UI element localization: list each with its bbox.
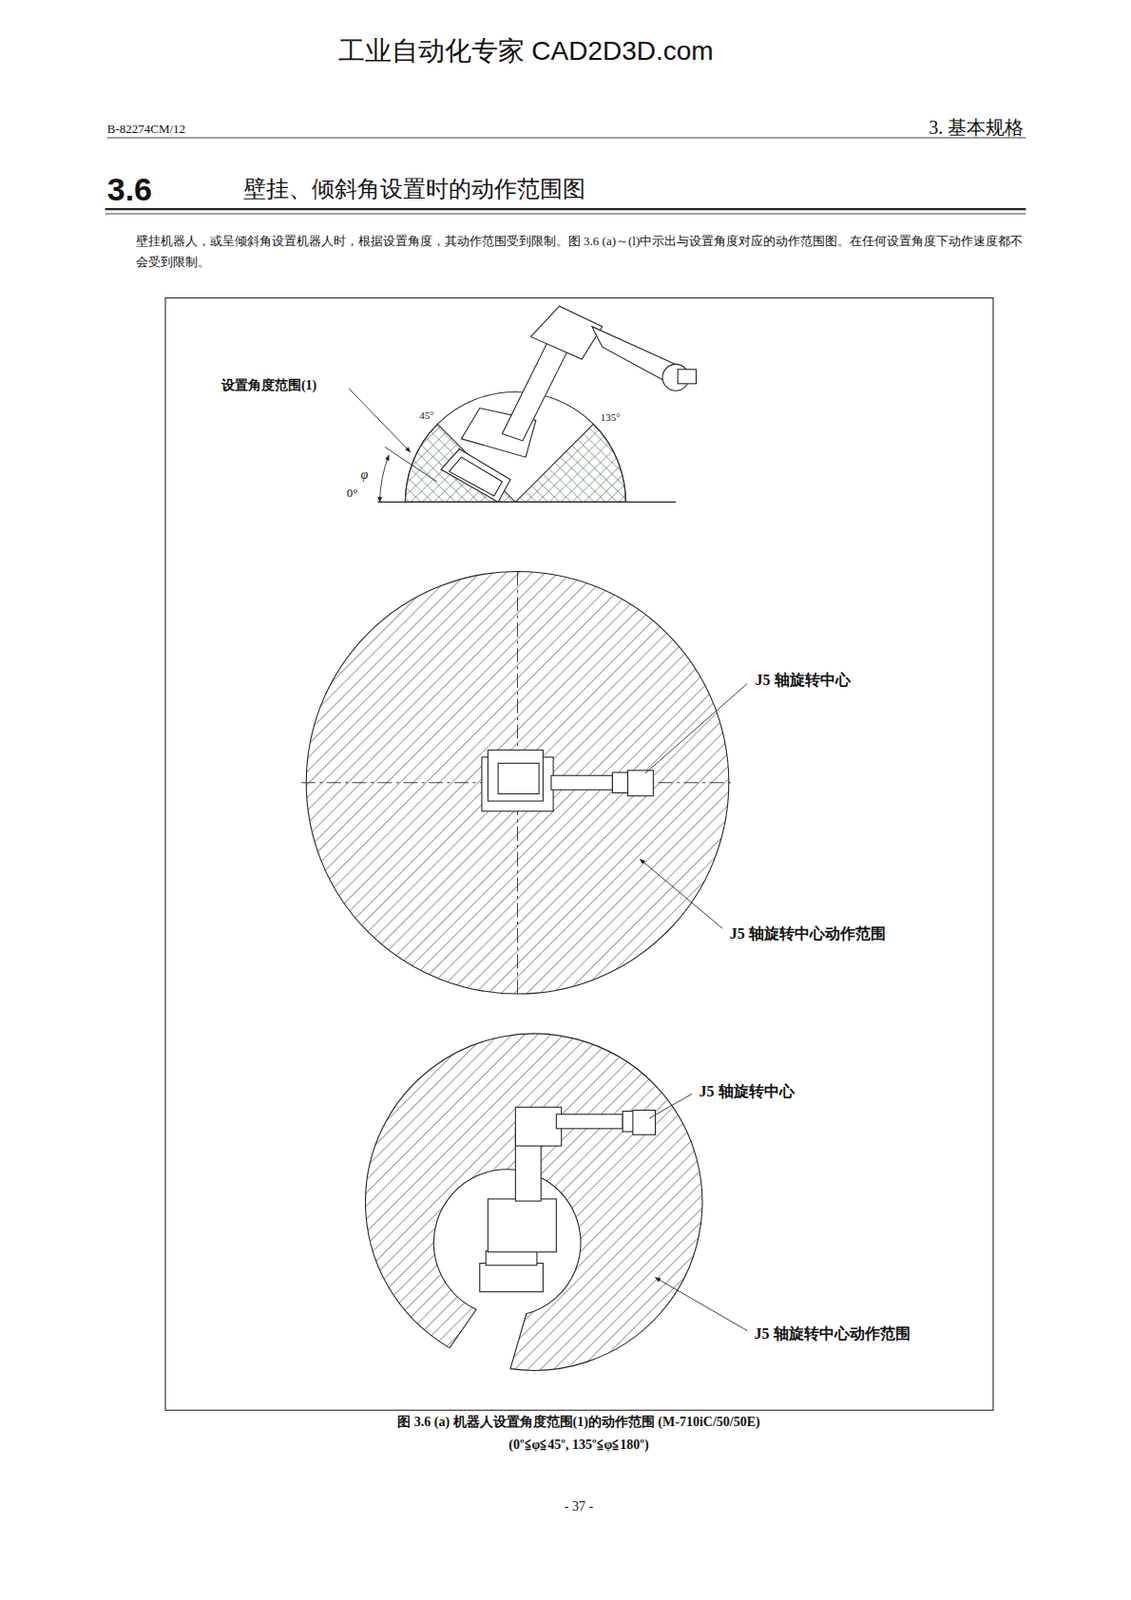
body-paragraph: 壁挂机器人，或呈倾斜角设置机器人时，根据设置角度，其动作范围受到限制。图 3.6…: [135, 230, 1030, 273]
page-number: - 37 -: [564, 1499, 594, 1515]
callout-label: J5 轴旋转中心动作范围: [752, 1325, 913, 1343]
angle-symbol: φ: [359, 467, 371, 483]
angle-label: 135°: [598, 411, 623, 424]
section-number: 3.6: [107, 171, 153, 209]
callout-label: 设置角度范围(1): [219, 378, 319, 394]
watermark: 工业自动化专家 CAD2D3D.com: [338, 36, 714, 67]
section-rule: [105, 208, 1027, 211]
range-spiral-figure: [365, 1034, 748, 1371]
section-title: 壁挂、倾斜角设置时的动作范围图: [243, 176, 586, 204]
callout-label: J5 轴旋转中心动作范围: [728, 925, 888, 943]
angle-label: 45°: [417, 409, 436, 422]
angle-figure: [348, 306, 696, 502]
doc-number: B-82274CM/12: [107, 122, 186, 137]
callout-label: J5 轴旋转中心: [753, 671, 853, 690]
section-rule: [105, 212, 1027, 214]
header-rule: [107, 136, 1027, 138]
caption-range: (0º≦φ≦45º, 135º≦φ≦180º): [508, 1437, 649, 1454]
figure-caption: 图 3.6 (a) 机器人设置角度范围(1)的动作范围 (M-710iC/50/…: [397, 1415, 760, 1431]
angle-label: 0°: [345, 485, 361, 500]
chapter-header: 3. 基本规格: [928, 116, 1024, 139]
figure-frame: [165, 298, 994, 1412]
callout-label: J5 轴旋转中心: [697, 1083, 797, 1101]
range-circle-figure: [301, 571, 748, 996]
